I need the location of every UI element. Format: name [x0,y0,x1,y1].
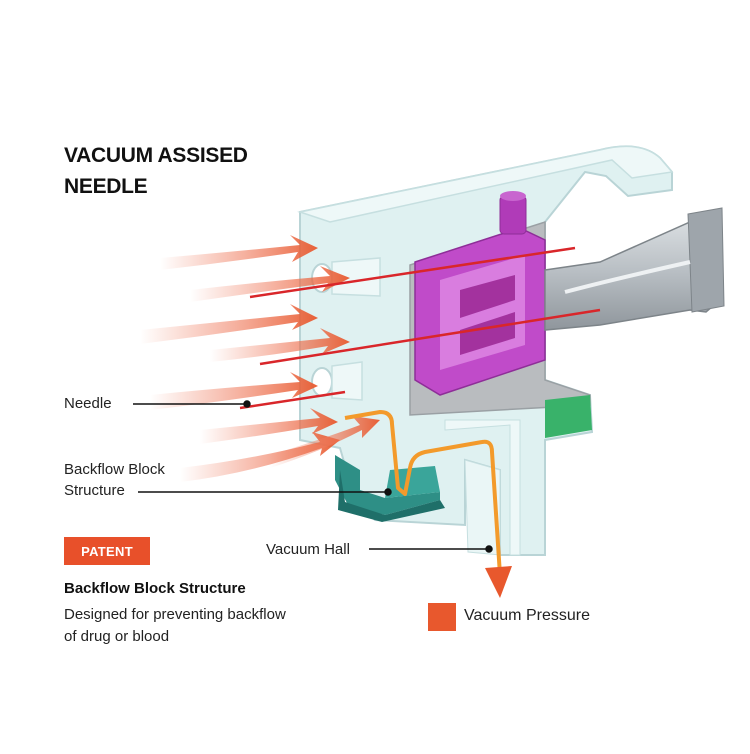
vacuum-path [344,410,512,598]
title-line-1: VACUUM ASSISED [64,144,248,167]
outlet-tube [544,207,725,331]
needle-label: Needle [64,395,112,412]
backflow-label-line-1: Backflow Block [64,461,165,478]
feature-description: Designed for preventing backflow of drug… [64,604,364,648]
backflow-label-line-2: Structure [64,482,125,499]
seal-accent [545,395,592,438]
vacuum-hall-label: Vacuum Hall [266,541,350,558]
title-line-2: NEEDLE [64,175,148,198]
vacuum-pressure-label: Vacuum Pressure [464,607,590,624]
feature-title: Backflow Block Structure [64,580,246,597]
callout-lines [133,400,493,553]
feature-desc-line-2: of drug or blood [64,628,170,645]
patent-badge: PATENT [64,537,150,565]
backflow-block-label: Backflow Block Structure [64,459,165,501]
feature-desc-line-1: Designed for preventing backflow [64,606,286,623]
needle-lines [239,246,601,410]
diagram-title: VACUUM ASSISED NEEDLE [64,140,248,202]
airflow-arrows [140,235,380,482]
vacuum-pressure-swatch [428,603,456,631]
needle-hub [414,191,546,396]
